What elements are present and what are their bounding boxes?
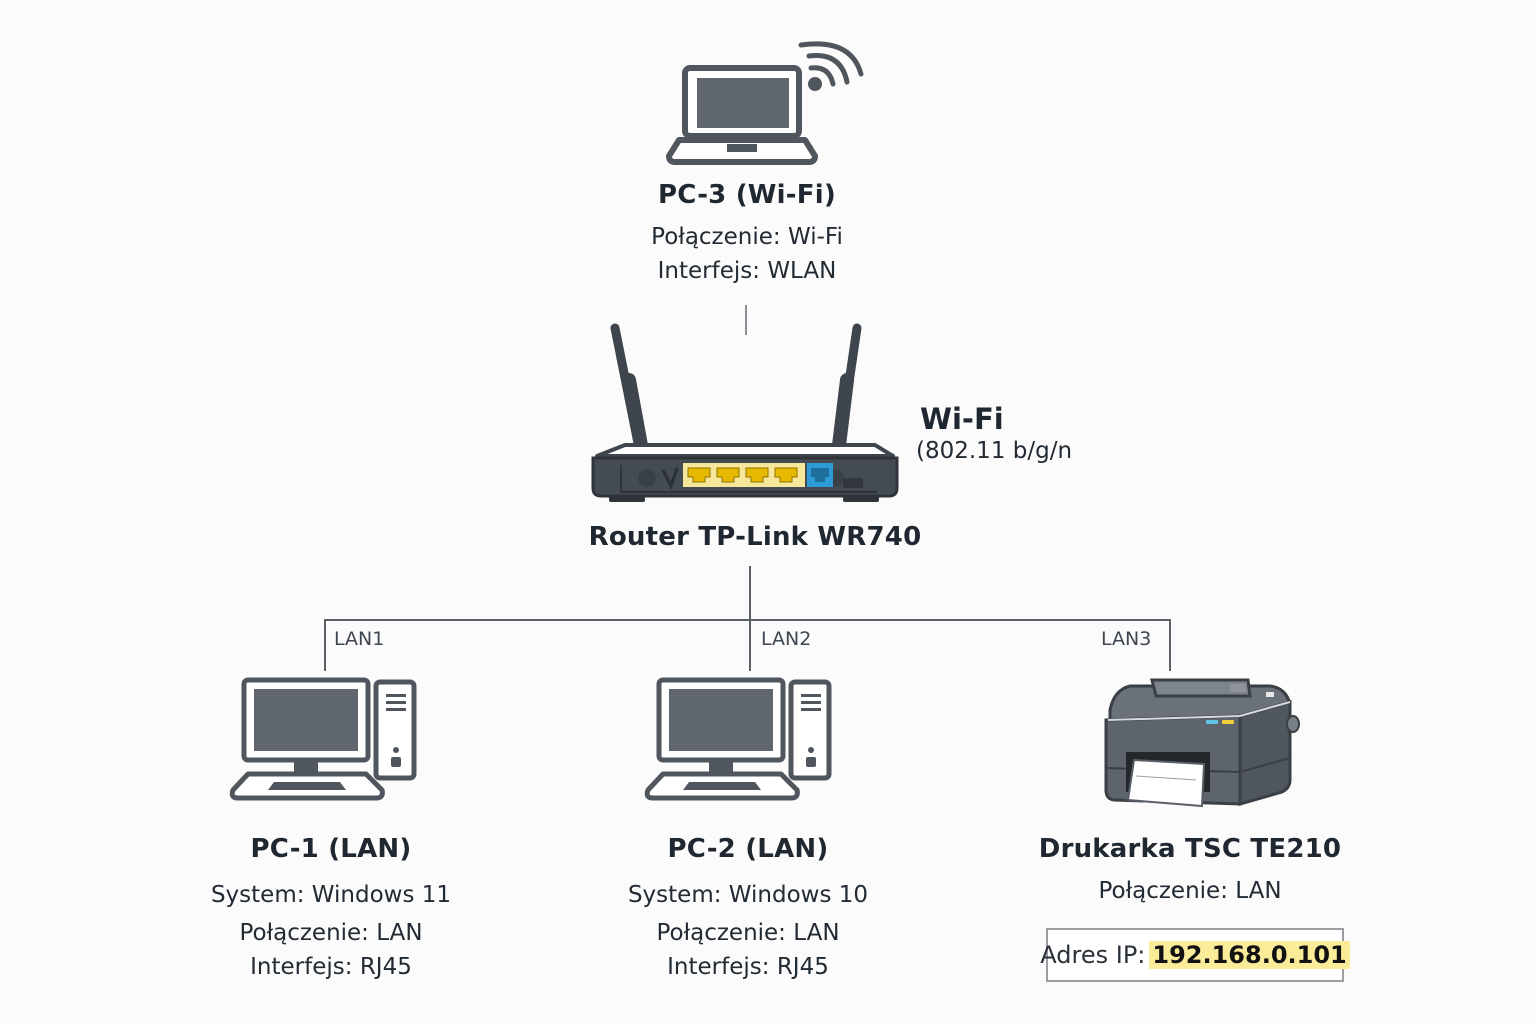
printer-title: Drukarka TSC TE210: [1038, 834, 1342, 864]
desktop-pc1-icon: [229, 677, 417, 801]
printer-ip-box: Adres IP: 192.168.0.101: [1040, 928, 1350, 982]
pc1-title: PC-1 (LAN): [250, 834, 412, 864]
lan-bus-line: [324, 619, 1171, 621]
pc3-node: PC-3 (Wi-Fi) Połączenie: Wi-Fi Interfejs…: [651, 180, 843, 288]
label-printer-icon: [1104, 678, 1300, 808]
pc2-node: PC-2 (LAN) System: Windows 10 Połączenie…: [628, 834, 868, 984]
pc2-interface: Interfejs: RJ45: [667, 954, 829, 980]
pc1-system: System: Windows 11: [210, 882, 452, 908]
lan1-drop-line: [324, 619, 326, 671]
wifi-link-line: [745, 305, 747, 335]
lan2-label: LAN2: [761, 628, 812, 650]
lan2-drop-line: [749, 619, 751, 671]
printer-connection: Połączenie: LAN: [1098, 878, 1282, 904]
ip-label: Adres IP:: [1040, 941, 1146, 969]
lan3-label: LAN3: [1101, 628, 1152, 650]
lan3-drop-line: [1169, 619, 1171, 671]
pc1-node: PC-1 (LAN) System: Windows 11 Połączenie…: [211, 834, 451, 984]
printer-node: Drukarka TSC TE210 Połączenie: LAN: [1039, 834, 1341, 908]
pc3-interface: Interfejs: WLAN: [657, 258, 837, 284]
wifi-info: Wi-Fi (802.11 b/g/n: [916, 402, 1072, 464]
pc2-system: System: Windows 10: [627, 882, 869, 908]
wifi-title: Wi-Fi: [920, 402, 1004, 436]
router-icon: [591, 323, 899, 502]
pc1-interface: Interfejs: RJ45: [250, 954, 412, 980]
wifi-standard: (802.11 b/g/n: [916, 438, 1073, 464]
desktop-pc2-icon: [644, 677, 832, 801]
router-trunk-line: [749, 566, 751, 620]
pc3-connection: Połączenie: Wi-Fi: [651, 224, 843, 250]
ip-value: 192.168.0.101: [1149, 941, 1350, 969]
laptop-wifi-icon: [666, 41, 864, 165]
pc2-connection: Połączenie: LAN: [656, 920, 840, 946]
pc3-title: PC-3 (Wi-Fi): [658, 180, 836, 210]
lan1-label: LAN1: [334, 628, 385, 650]
router-title: Router TP-Link WR740: [588, 522, 922, 552]
pc1-connection: Połączenie: LAN: [239, 920, 423, 946]
pc2-title: PC-2 (LAN): [667, 834, 829, 864]
